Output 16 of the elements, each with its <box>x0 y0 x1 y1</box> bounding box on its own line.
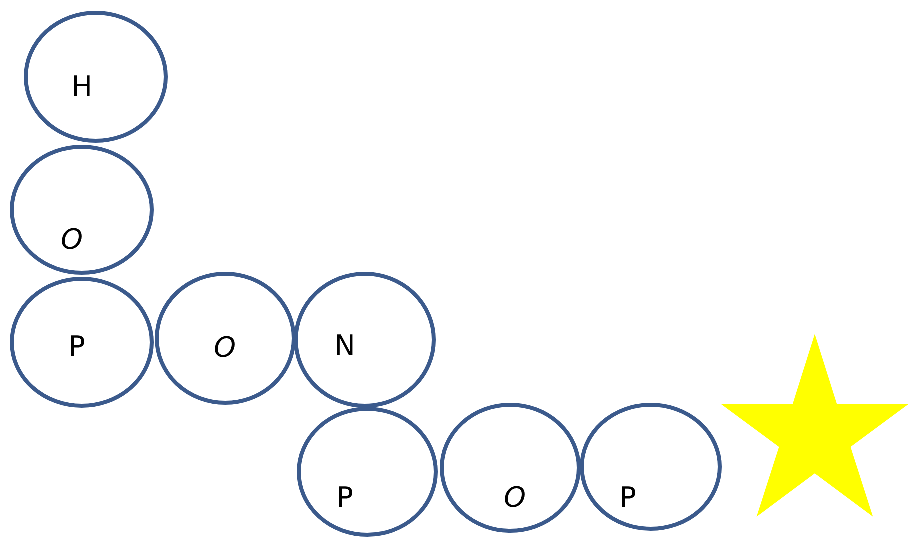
node-letter: H <box>71 73 93 101</box>
oval-node <box>297 407 438 537</box>
oval-node <box>24 11 168 143</box>
node-letter: N <box>334 332 356 360</box>
oval-node <box>294 272 436 408</box>
oval-node <box>10 145 154 275</box>
node-letter: P <box>68 333 86 361</box>
node-letter: O <box>504 484 526 512</box>
oval-node <box>440 403 581 533</box>
oval-node <box>10 277 154 408</box>
node-letter: O <box>214 334 236 362</box>
node-letter: O <box>60 226 84 254</box>
oval-node <box>155 272 296 405</box>
node-letter: P <box>620 484 636 512</box>
oval-node <box>580 403 722 531</box>
node-letter: P <box>336 484 354 512</box>
